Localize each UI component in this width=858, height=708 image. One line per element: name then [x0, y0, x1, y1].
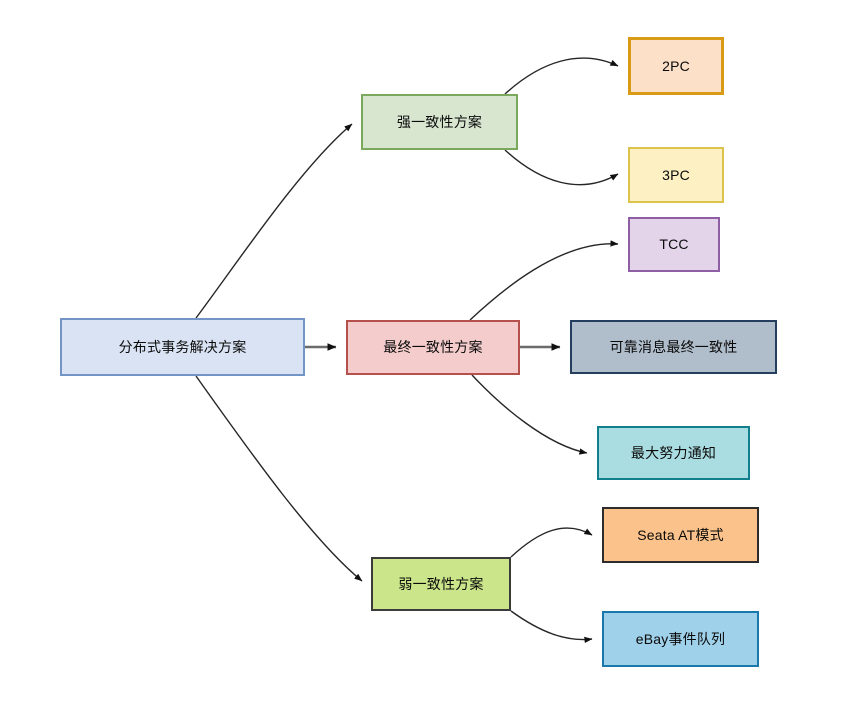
edge-strong-to-threepc — [504, 149, 619, 186]
node-besteffort[interactable]: 最大努力通知 — [597, 426, 750, 480]
node-threepc[interactable]: 3PC — [628, 147, 724, 203]
edge-root-to-weak — [195, 375, 363, 582]
node-label-seata: Seata AT模式 — [637, 526, 724, 543]
node-label-ebay: eBay事件队列 — [635, 630, 726, 647]
node-label-twopc: 2PC — [662, 57, 690, 74]
node-label-besteffort: 最大努力通知 — [630, 444, 717, 461]
node-label-reliable: 可靠消息最终一致性 — [609, 338, 738, 355]
node-tcc[interactable]: TCC — [628, 217, 720, 272]
edge-eventual-to-besteffort — [471, 374, 588, 455]
edge-root-to-strong — [195, 123, 353, 319]
node-twopc[interactable]: 2PC — [628, 37, 724, 95]
node-strong[interactable]: 强一致性方案 — [361, 94, 518, 150]
node-label-weak: 弱一致性方案 — [398, 575, 484, 592]
node-label-root: 分布式事务解决方案 — [118, 338, 247, 355]
node-reliable[interactable]: 可靠消息最终一致性 — [570, 320, 777, 374]
node-ebay[interactable]: eBay事件队列 — [602, 611, 759, 667]
edge-eventual-to-tcc — [469, 240, 619, 321]
node-weak[interactable]: 弱一致性方案 — [371, 557, 511, 611]
node-root[interactable]: 分布式事务解决方案 — [60, 318, 305, 376]
edge-weak-to-ebay — [510, 610, 593, 644]
node-label-strong: 强一致性方案 — [396, 113, 483, 130]
node-eventual[interactable]: 最终一致性方案 — [346, 320, 520, 375]
node-label-threepc: 3PC — [662, 166, 690, 183]
node-seata[interactable]: Seata AT模式 — [602, 507, 759, 563]
node-label-tcc: TCC — [659, 236, 689, 253]
node-label-eventual: 最终一致性方案 — [383, 339, 483, 356]
edge-strong-to-twopc — [504, 57, 619, 95]
edge-weak-to-seata — [510, 527, 593, 558]
